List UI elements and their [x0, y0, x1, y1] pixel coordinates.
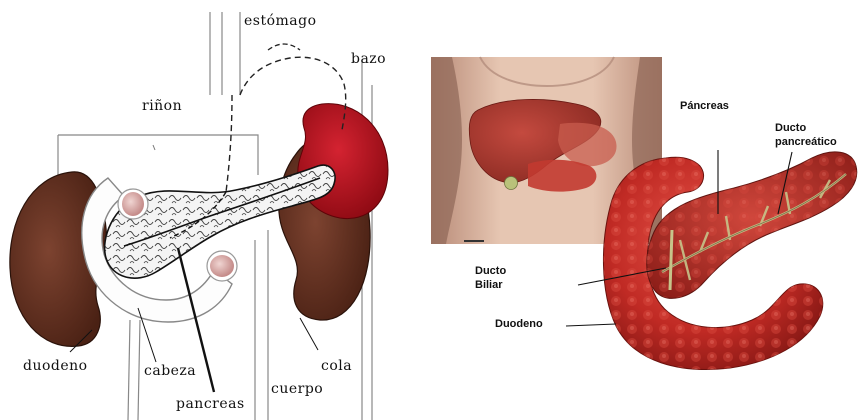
label-duodeno: duodeno [23, 358, 88, 374]
label-cola: cola [321, 358, 352, 374]
left-anatomy-diagram: estómago bazo riñon duodeno cabeza pancr… [10, 12, 388, 420]
vessel-cross-section-upper [118, 189, 148, 219]
stomach-label-bracket [268, 44, 300, 50]
label-rinon: riñon [142, 98, 182, 114]
label-estomago: estómago [244, 13, 317, 29]
label-pancreas-right: Páncreas [680, 100, 729, 112]
enlarged-pancreas-illustration [603, 152, 856, 370]
right-anatomy-diagram: Páncreas Ducto pancreático Ducto Biliar … [431, 57, 857, 369]
label-pancreas: pancreas [176, 396, 245, 412]
bile-duct [670, 230, 672, 290]
label-cabeza: cabeza [144, 363, 196, 379]
label-bazo: bazo [351, 51, 386, 67]
vessel-cross-section-lower [207, 251, 237, 281]
gallbladder [505, 177, 518, 190]
label-ducto-biliar-line1: Ducto [475, 265, 506, 277]
label-cuerpo: cuerpo [271, 381, 323, 397]
label-duodeno-right: Duodeno [495, 318, 543, 330]
label-ducto-biliar-line2: Biliar [475, 279, 503, 291]
label-ducto-pancreatico-line2: pancreático [775, 136, 837, 148]
label-ducto-pancreatico-line1: Ducto [775, 122, 806, 134]
